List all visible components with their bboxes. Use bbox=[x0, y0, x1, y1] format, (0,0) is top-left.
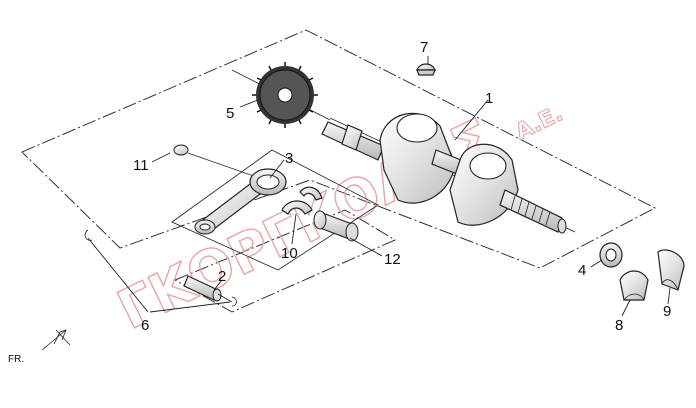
connecting-rod-box bbox=[171, 149, 379, 271]
pin-part bbox=[183, 275, 233, 303]
callout-10: 10 bbox=[281, 245, 298, 262]
assembly-boundary bbox=[21, 29, 657, 313]
woodruff-key-part bbox=[416, 63, 436, 76]
leader-lines bbox=[87, 56, 671, 317]
half-bearing-8-part bbox=[619, 270, 649, 301]
callout-9: 9 bbox=[663, 303, 671, 320]
callouts: 1 2 3 4 5 6 7 8 9 10 11 12 bbox=[133, 39, 671, 334]
bearing-shells-part bbox=[281, 186, 323, 215]
callout-11: 11 bbox=[133, 157, 149, 174]
watermark-suffix: A.E. bbox=[512, 101, 567, 145]
dowel-pin-part bbox=[173, 144, 266, 181]
crank-pin-part bbox=[313, 210, 359, 242]
timing-gear-part bbox=[231, 62, 331, 128]
callout-6: 6 bbox=[141, 317, 149, 334]
callout-5: 5 bbox=[226, 105, 234, 122]
oil-seal-part bbox=[599, 242, 623, 268]
callout-4: 4 bbox=[578, 262, 586, 279]
callout-2: 2 bbox=[218, 268, 226, 285]
front-direction-label: FR. bbox=[8, 354, 24, 365]
circlip-part bbox=[84, 229, 237, 307]
callout-8: 8 bbox=[615, 317, 623, 334]
half-bearing-9-part bbox=[657, 249, 685, 291]
callout-3: 3 bbox=[285, 150, 293, 167]
callout-1: 1 bbox=[485, 90, 493, 107]
front-direction-indicator: FR. bbox=[8, 329, 71, 365]
crankshaft-part bbox=[321, 112, 576, 234]
callout-7: 7 bbox=[420, 39, 428, 56]
connecting-rod-part bbox=[194, 168, 287, 235]
callout-12: 12 bbox=[384, 251, 401, 268]
